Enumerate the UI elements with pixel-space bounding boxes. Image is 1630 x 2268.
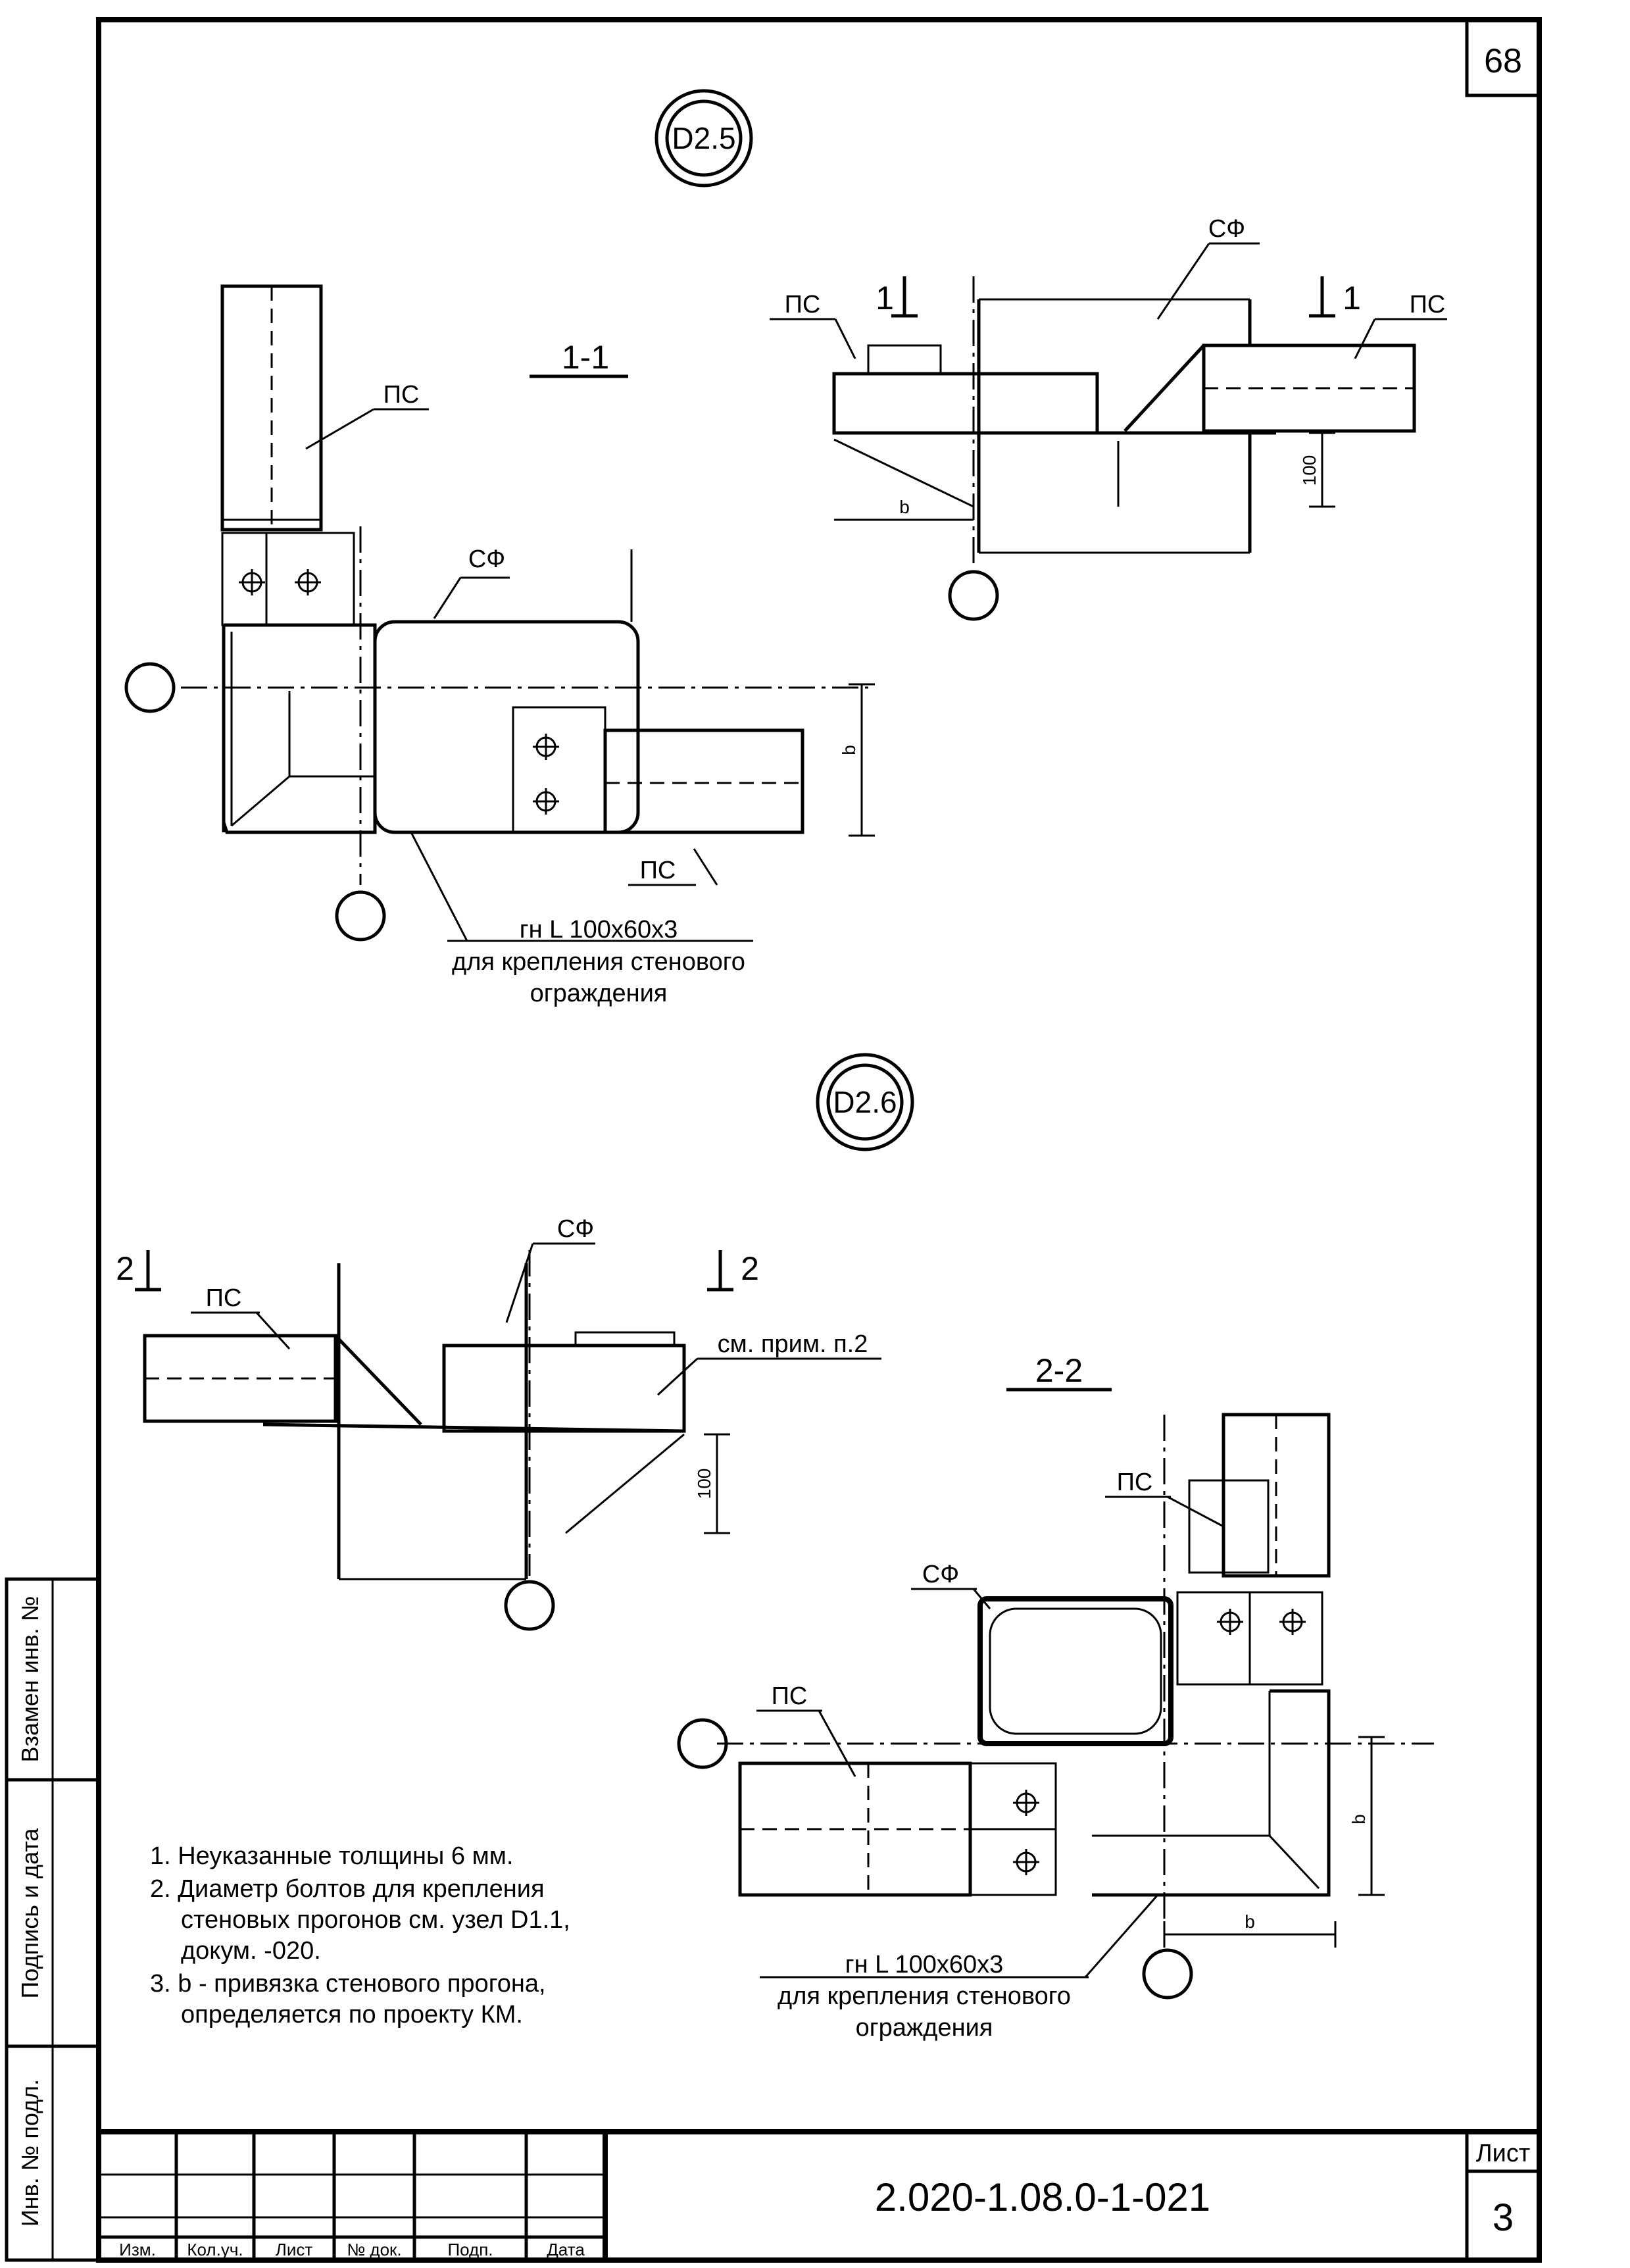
svg-text:СФ: СФ [1208,215,1245,243]
node-mark-d25: D2.5 [654,89,753,188]
col-doc-no: № док. [347,2240,401,2259]
document-code: 2.020-1.08.0-1-021 [875,2175,1210,2219]
section-1-1-view: 1-1 ПС СФ [124,284,875,1007]
svg-text:D2.6: D2.6 [833,1085,897,1119]
sheet-number: 3 [1493,2196,1514,2239]
section-2-2-title: 2-2 [1035,1352,1083,1389]
note-2-cont-2: докум. -020. [181,1937,321,1965]
svg-text:СФ: СФ [922,1561,959,1588]
note-3-cont: определяется по проекту КМ. [181,2001,523,2029]
svg-text:ПС: ПС [1410,291,1446,318]
title-block: Изм. Кол.уч. Лист № док. Подп. Дата 2.02… [99,2129,1539,2260]
d26-elevation-view: СФ ПС см. прим. п.2 2 2 100 [116,1215,881,1631]
note-1: 1. Неуказанные толщины 6 мм. [150,1842,513,1870]
svg-text:ПС: ПС [785,291,821,318]
svg-text:см. прим. п.2: см. прим. п.2 [718,1330,868,1358]
note-3: 3. b - привязка стенового прогона, [150,1970,546,1998]
svg-text:1: 1 [1343,280,1361,316]
svg-text:гн L 100х60х3: гн L 100х60х3 [520,916,678,944]
svg-text:ограждения: ограждения [856,2014,993,2042]
note-2-cont-1: стеновых прогонов см. узел D1.1, [181,1906,570,1934]
page-number-box [1465,18,1541,97]
svg-text:100: 100 [694,1469,714,1499]
stamp-sign-date: Подпись и дата [16,1828,43,1999]
svg-text:b: b [899,497,910,517]
stamp-replaced-inv: Взамен инв. № [16,1596,43,1763]
notes-block: 1. Неуказанные толщины 6 мм. 2. Диаметр … [150,1842,570,2029]
svg-text:1: 1 [876,280,894,316]
col-date: Дата [547,2240,585,2259]
page-number: 68 [1484,42,1522,80]
d25-elevation-view: СФ ПС ПС 1 1 b [770,215,1447,621]
sheet-frame [96,17,1542,2263]
node-mark-d26: D2.6 [816,1053,914,1151]
svg-text:b: b [1245,1911,1255,1932]
col-kol-uch: Кол.уч. [187,2240,243,2259]
svg-text:гн L 100х60х3: гн L 100х60х3 [845,1951,1004,1978]
svg-text:ПС: ПС [1117,1469,1153,1496]
svg-text:ПС: ПС [772,1682,808,1710]
sheet-label: Лист [1476,2140,1531,2167]
note-2: 2. Диаметр болтов для крепления [150,1875,545,1903]
side-stamp: Взамен инв. № Подпись и дата Инв. № подл… [5,1577,101,2262]
svg-text:D2.5: D2.5 [672,121,735,155]
svg-text:СФ: СФ [468,545,505,573]
svg-text:для крепления стенового: для крепления стенового [452,948,745,976]
stamp-inv-orig: Инв. № подл. [16,2079,43,2227]
svg-text:ПС: ПС [206,1284,242,1312]
svg-text:ограждения: ограждения [530,980,668,1007]
svg-text:СФ: СФ [557,1215,594,1243]
section-1-1-title: 1-1 [562,339,609,376]
svg-text:ПС: ПС [640,857,676,884]
col-sign: Подп. [447,2240,493,2259]
col-list: Лист [276,2240,313,2259]
svg-text:b: b [839,745,859,755]
svg-text:для крепления стенового: для крепления стенового [778,1982,1071,2010]
col-izm: Изм. [119,2240,156,2259]
svg-text:ПС: ПС [383,381,420,409]
section-2-2-view: 2-2 ПС СФ [677,1352,1434,2042]
svg-text:2: 2 [116,1250,134,1287]
svg-text:2: 2 [741,1250,759,1287]
svg-text:b: b [1348,1814,1369,1825]
svg-text:100: 100 [1299,455,1320,486]
